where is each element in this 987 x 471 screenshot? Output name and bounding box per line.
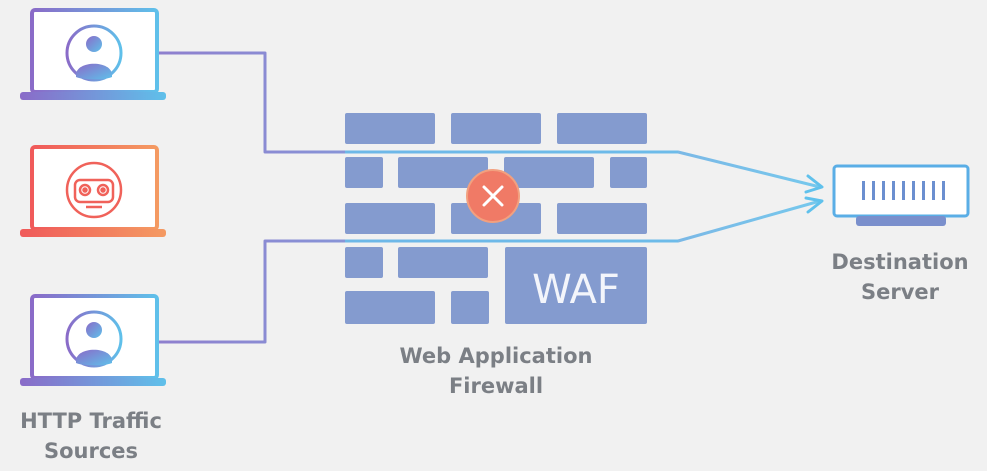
web-application-firewall-label: Web Application Firewall: [399, 344, 593, 398]
user-laptop-2: [20, 294, 166, 386]
waf-text: WAF: [532, 267, 620, 313]
server-icon: [832, 164, 970, 226]
user-icon: [65, 24, 123, 82]
robot-icon: [65, 161, 123, 219]
traffic-lines-overlay: [345, 150, 678, 243]
user-icon: [65, 310, 123, 368]
bot-laptop: [20, 145, 166, 237]
user-1-to-server-line: [157, 51, 821, 189]
firewall-wall: [345, 113, 647, 324]
destination-server-label: Destination Server: [831, 250, 969, 304]
arrow-heads: [804, 174, 824, 214]
traffic-lines: [157, 51, 821, 344]
user-2-to-server-line: [157, 199, 821, 344]
close-icon: [466, 169, 520, 223]
waf-block: [505, 247, 647, 324]
user-laptop-1: [20, 8, 166, 100]
http-traffic-sources-label: HTTP Traffic Sources: [20, 409, 162, 463]
